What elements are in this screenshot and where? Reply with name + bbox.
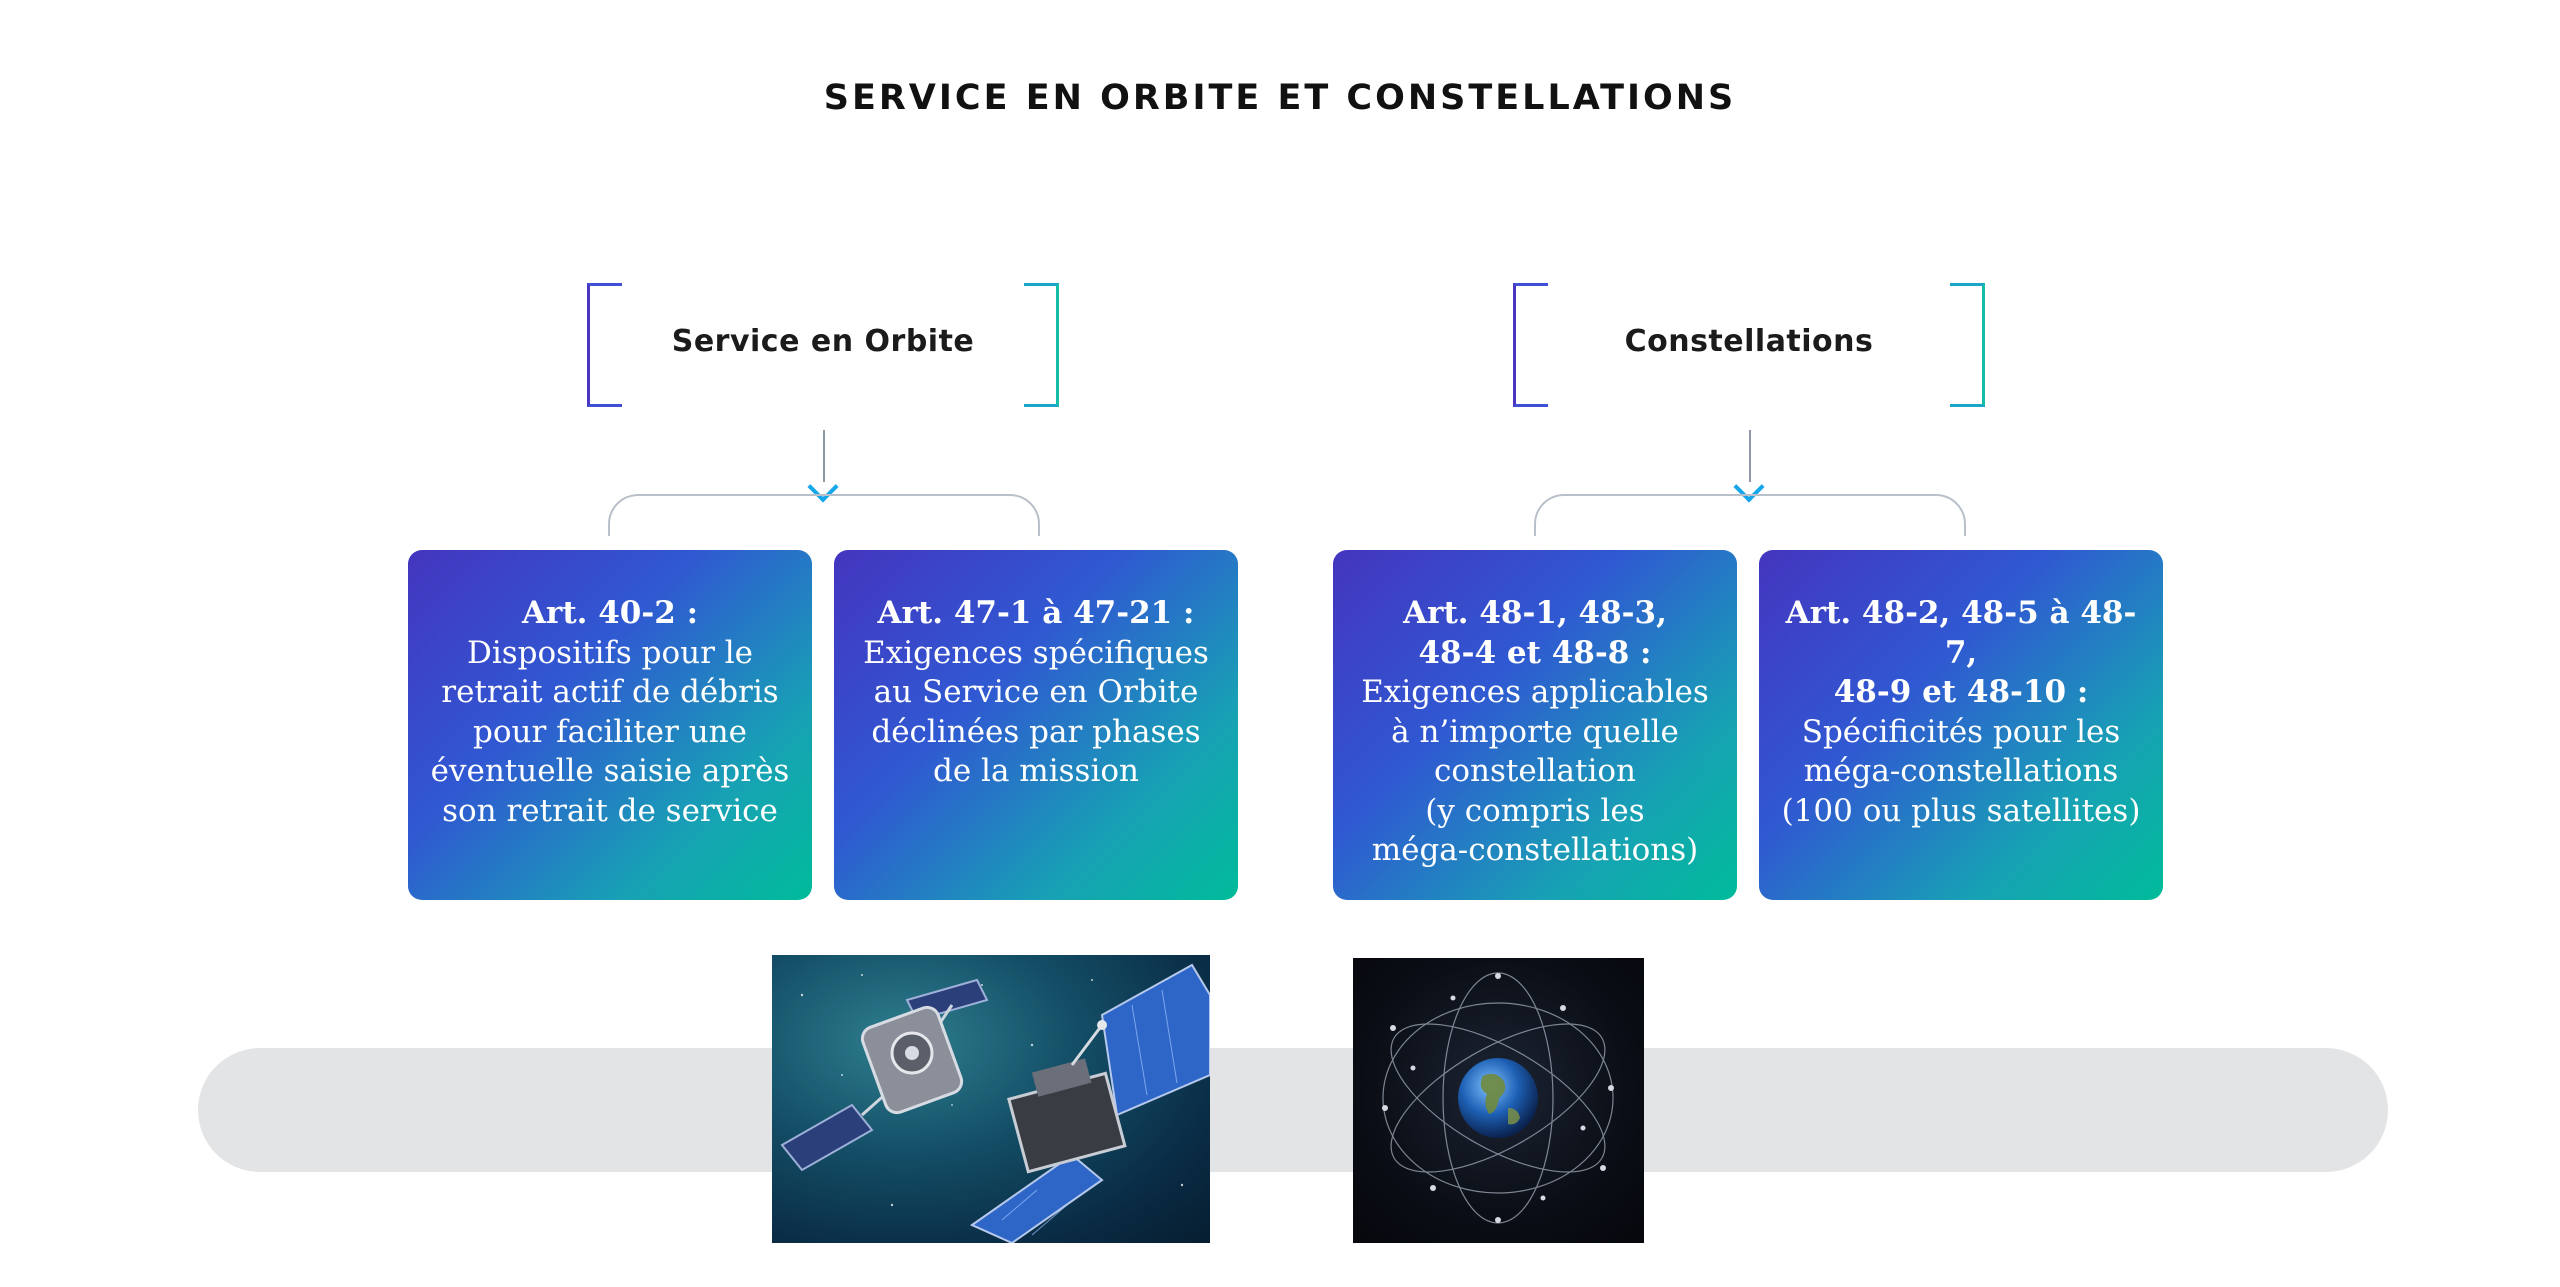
card-body: Spécificités pour les méga-constellation…: [1781, 713, 2141, 829]
right-bracket-icon: [1024, 283, 1059, 407]
card-body: Exigences spécifiques au Service en Orbi…: [863, 634, 1209, 790]
card-body: Exigences applicables à n’importe quelle…: [1361, 674, 1709, 868]
card-body: Dispositifs pour le retrait actif de déb…: [430, 634, 790, 829]
earth-constellation-orbits-illustration: [1353, 958, 1644, 1243]
group-label: Constellations: [1624, 324, 1874, 359]
servicing-satellites-illustration: [772, 955, 1210, 1243]
card-art-47: Art. 47-1 à 47-21 : Exigences spécifique…: [834, 550, 1238, 900]
page-title: SERVICE EN ORBITE ET CONSTELLATIONS: [823, 78, 1737, 118]
card-art-48-2: Art. 48-2, 48-5 à 48-7, 48-9 et 48-10 : …: [1759, 550, 2163, 900]
left-bracket-icon: [587, 283, 622, 407]
group-label: Service en Orbite: [671, 324, 975, 359]
connector-constellations: [1534, 430, 1966, 536]
card-heading: Art. 48-1, 48-3, 48-4 et 48-8 :: [1403, 595, 1667, 671]
right-bracket-icon: [1950, 283, 1985, 407]
card-art-48-1: Art. 48-1, 48-3, 48-4 et 48-8 : Exigence…: [1333, 550, 1737, 900]
card-heading: Art. 48-2, 48-5 à 48-7, 48-9 et 48-10 :: [1785, 595, 2137, 710]
group-header-service-en-orbite: Service en Orbite: [587, 283, 1059, 407]
left-bracket-icon: [1513, 283, 1548, 407]
branch-line: [608, 494, 1040, 536]
group-header-constellations: Constellations: [1513, 283, 1985, 407]
card-heading: Art. 47-1 à 47-21 :: [877, 595, 1195, 631]
connector-stem: [823, 430, 825, 482]
connector-stem: [1749, 430, 1751, 482]
card-art-40-2: Art. 40-2 : Dispositifs pour le retrait …: [408, 550, 812, 900]
bottom-band: [198, 1048, 2388, 1172]
connector-service-en-orbite: [608, 430, 1040, 536]
card-heading: Art. 40-2 :: [521, 595, 699, 631]
branch-line: [1534, 494, 1966, 536]
